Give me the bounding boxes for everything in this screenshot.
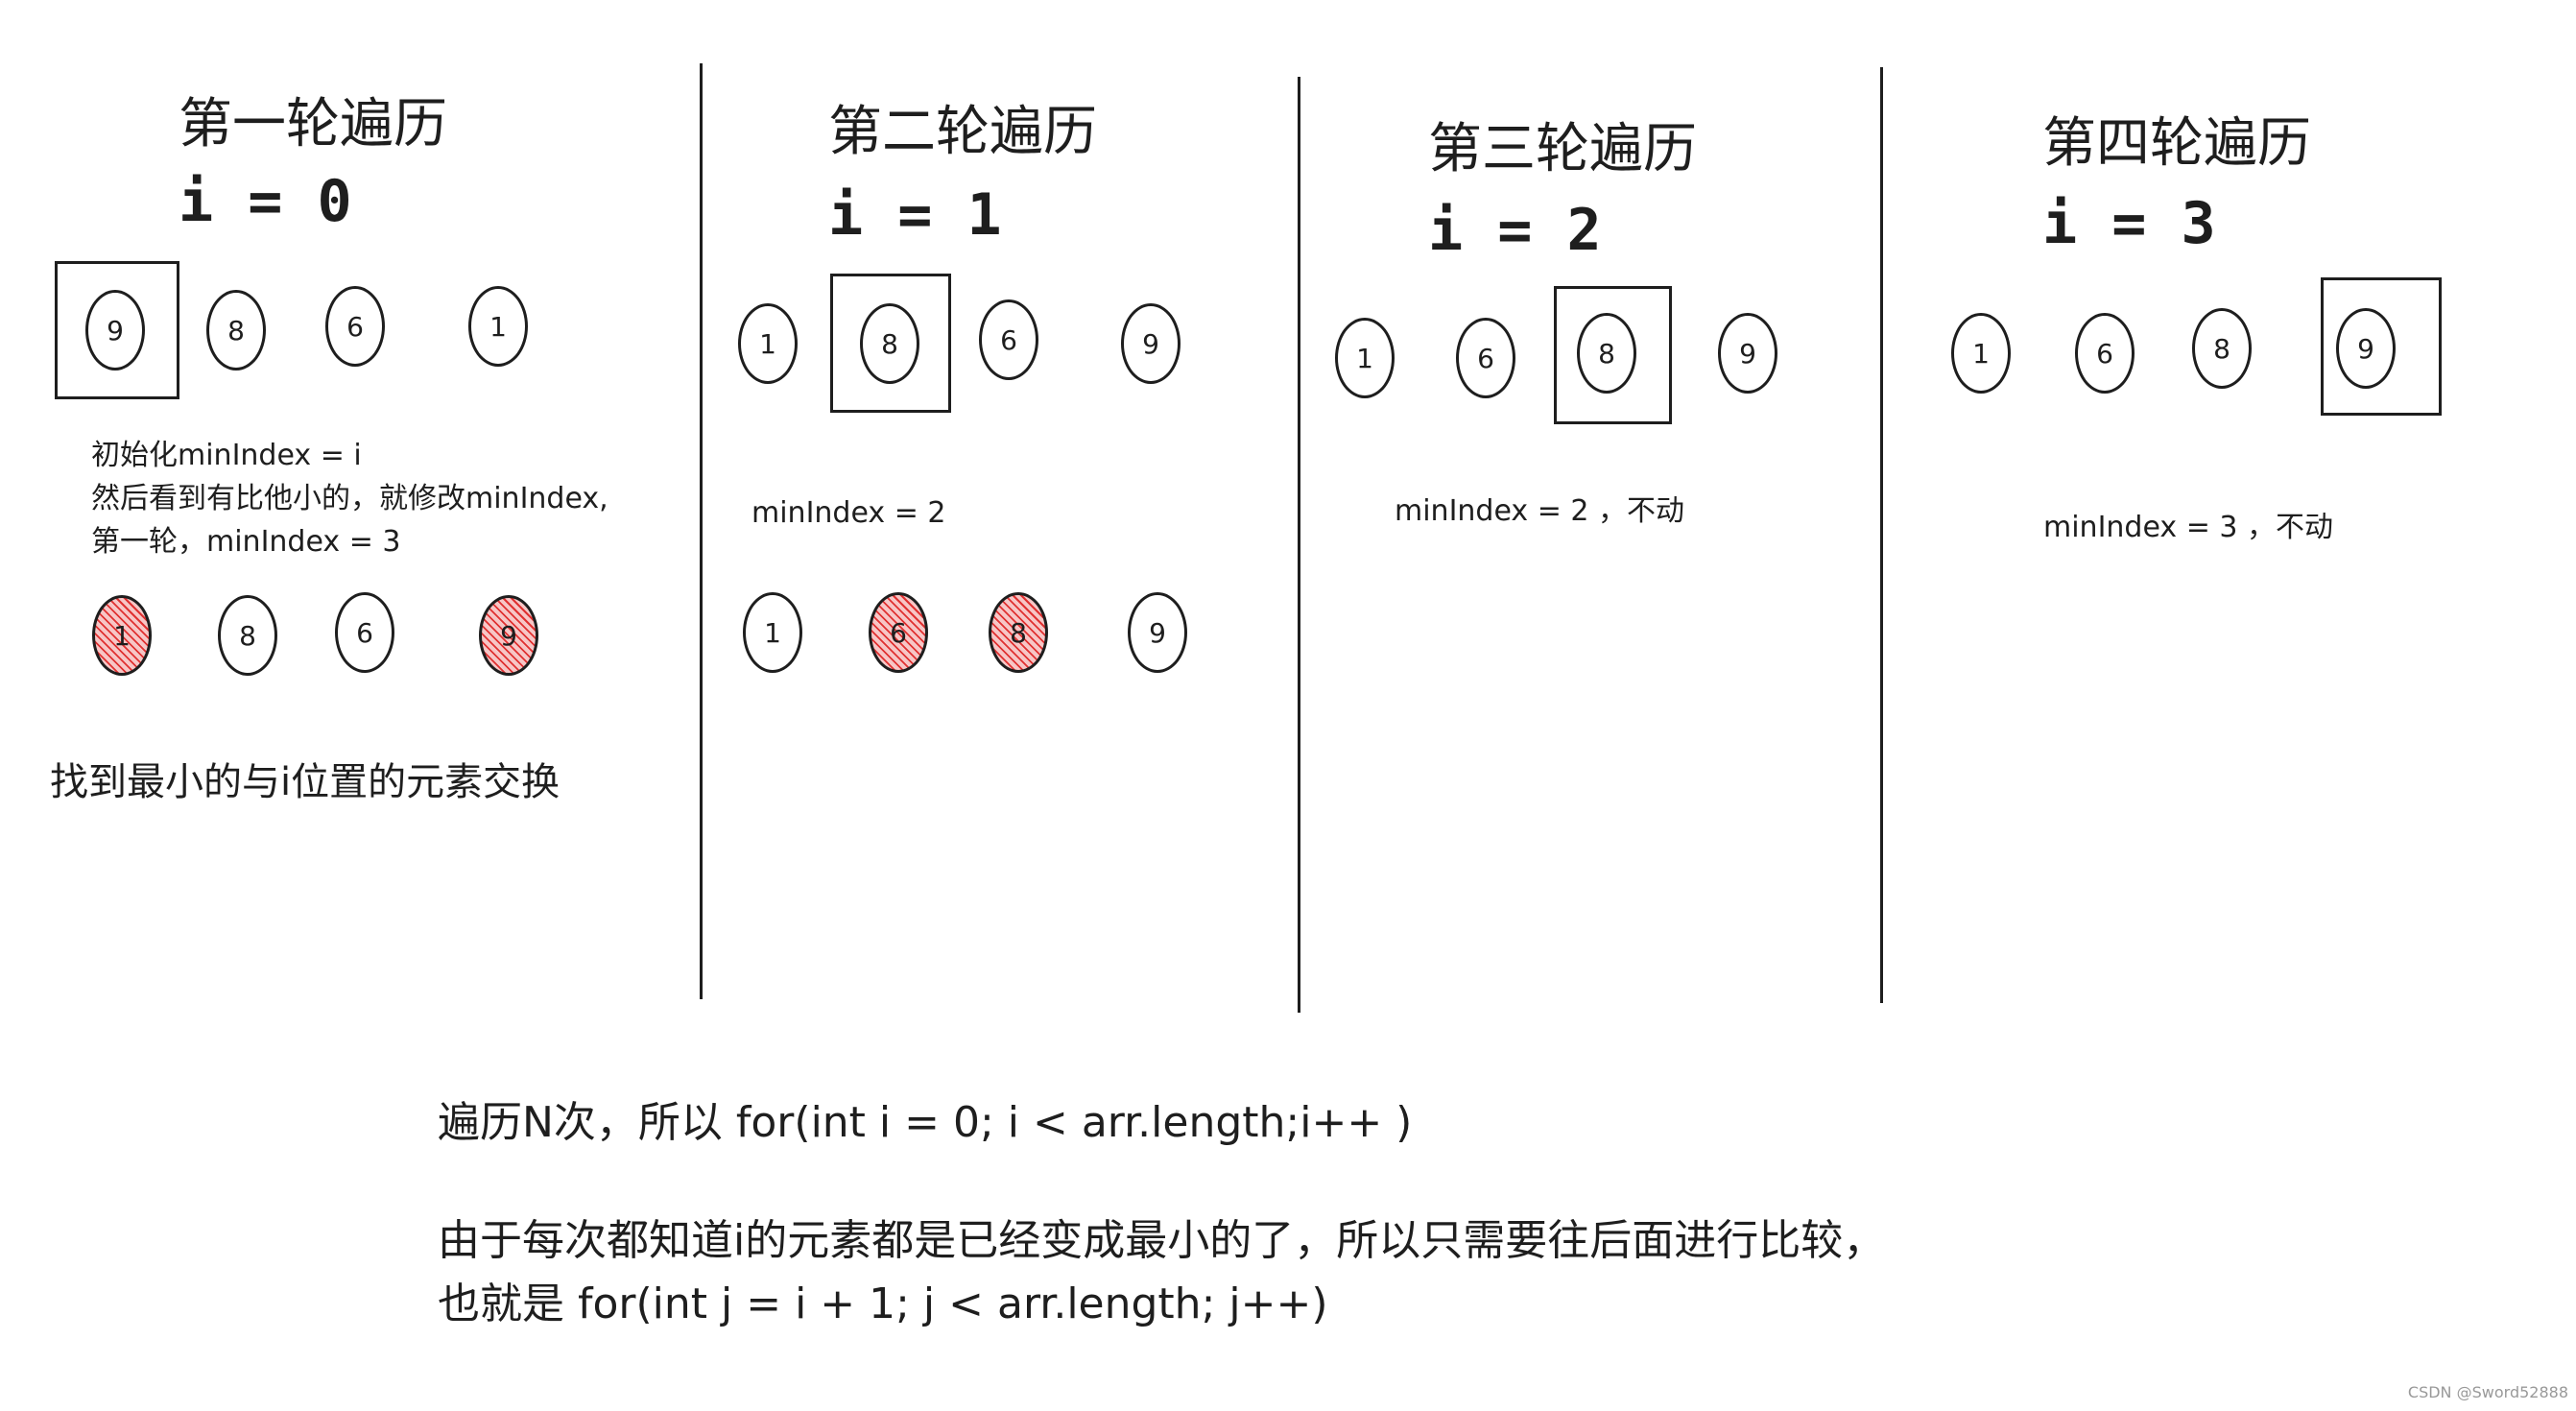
array-element-circle: 1 [1951,313,2011,394]
array-element-circle: 9 [1121,303,1181,384]
swapped-element-circle: 9 [479,595,538,676]
round-1-caption: 找到最小的与i位置的元素交换 [50,760,561,804]
bottom-line-3: 也就是 for(int j = i + 1; j < arr.length; j… [438,1279,1328,1328]
array-element-circle: 9 [85,290,145,371]
round-1-i: i = 0 [179,168,352,235]
array-element-circle: 8 [2192,308,2252,389]
round-1-notes: 初始化minIndex = i 然后看到有比他小的，就修改minIndex, 第… [91,434,608,563]
array-element-circle: 9 [1128,592,1187,673]
array-element-circle: 1 [743,592,802,673]
round-1-current-box [55,261,179,399]
round-4-current-box [2321,277,2442,416]
round-3-note: minIndex = 2 ，不动 [1395,494,1684,528]
round-4-i: i = 3 [2042,190,2216,257]
note-line: 然后看到有比他小的，就修改minIndex, [91,482,608,515]
divider-1 [700,63,703,999]
array-element-circle: 8 [206,290,266,371]
round-2-current-box [830,274,951,413]
array-element-circle: 6 [1456,318,1515,398]
array-element-circle: 1 [468,286,528,367]
swapped-element-circle: 6 [869,592,928,673]
watermark: CSDN @Sword52888 [2407,1383,2568,1401]
round-1-title: 第一轮遍历 [179,93,447,155]
divider-2 [1298,77,1300,1013]
array-element-circle: 8 [1577,313,1636,394]
round-3-current-box [1554,286,1672,424]
round-3-i: i = 2 [1428,197,1602,264]
note-line: 第一轮，minIndex = 3 [91,525,401,559]
round-4-note: minIndex = 3 ，不动 [2043,511,2333,544]
array-element-circle: 6 [335,592,394,673]
bottom-line-1: 遍历N次，所以 for(int i = 0; i < arr.length;i+… [438,1098,1413,1147]
round-2-note: minIndex = 2 [751,496,946,530]
array-element-circle: 6 [979,299,1038,380]
array-element-circle: 8 [860,303,919,384]
round-3-title: 第三轮遍历 [1428,118,1697,180]
array-element-circle: 6 [325,286,385,367]
round-4-title: 第四轮遍历 [2042,112,2311,175]
array-element-circle: 1 [1335,318,1395,398]
array-element-circle: 9 [1718,313,1777,394]
note-line: 初始化minIndex = i [91,439,362,472]
array-element-circle: 6 [2075,313,2135,394]
swapped-element-circle: 1 [92,595,152,676]
swapped-element-circle: 8 [989,592,1048,673]
array-element-circle: 8 [218,595,277,676]
round-2-title: 第二轮遍历 [828,101,1097,163]
array-element-circle: 9 [2336,308,2396,389]
round-2-i: i = 1 [828,181,1002,249]
divider-3 [1880,67,1883,1003]
bottom-line-2: 由于每次都知道i的元素都是已经变成最小的了，所以只需要往后面进行比较， [438,1216,1886,1265]
array-element-circle: 1 [738,303,798,384]
